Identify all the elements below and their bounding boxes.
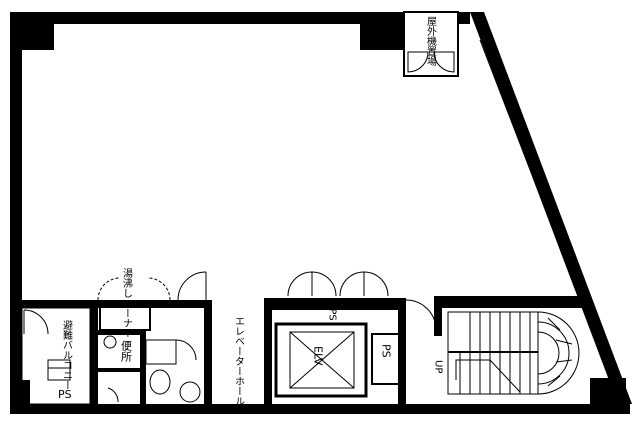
up-label: UP	[433, 360, 444, 373]
kitchenette	[97, 271, 207, 331]
eps	[287, 271, 389, 297]
ps-room	[371, 333, 403, 385]
elevator-hall-label: エレベーターホール	[233, 316, 245, 406]
eps-label: EPS	[327, 302, 338, 321]
balcony-label: 避難バルコニー	[61, 319, 73, 390]
elevator-label: ELV	[312, 346, 325, 366]
machine-room	[403, 11, 459, 77]
machine-room-label: 屋外機置場	[425, 16, 437, 67]
stairs	[405, 299, 580, 395]
elevator	[274, 322, 368, 398]
balcony	[21, 307, 91, 405]
ps-right-label: PS	[380, 344, 393, 358]
toilet-label: 便所	[120, 340, 133, 363]
window-lines	[17, 39, 595, 380]
kitchenette-label: 湯沸しコーナー	[121, 267, 133, 338]
ps-left-label: PS	[58, 388, 72, 401]
toilet	[103, 335, 201, 403]
